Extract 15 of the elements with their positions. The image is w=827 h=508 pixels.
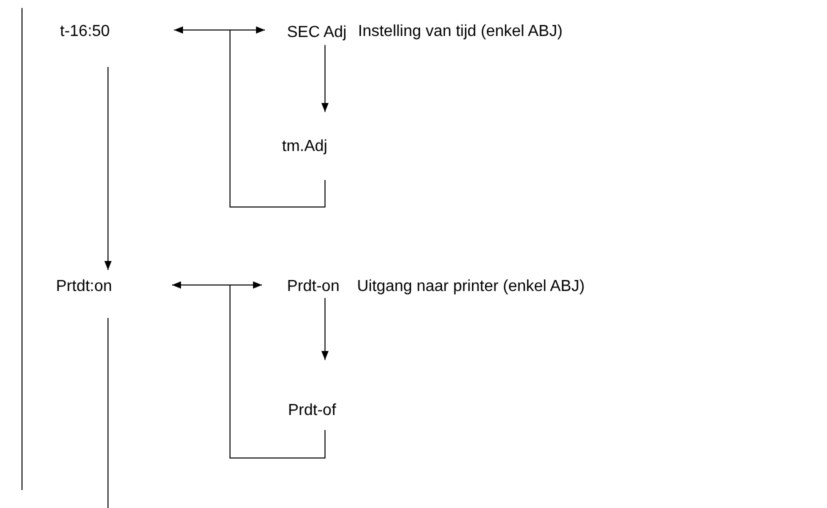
arrow [321, 298, 329, 360]
connector-line [174, 30, 326, 208]
arrow [104, 66, 112, 270]
arrow [172, 281, 262, 289]
node-label: tm.Adj [282, 137, 328, 157]
node-label: Prtdt:on [56, 277, 114, 297]
note-text: Instelling van tijd (enkel ABJ) [358, 22, 563, 42]
note-text: Uitgang naar printer (enkel ABJ) [357, 277, 585, 297]
connector-line [172, 284, 326, 458]
arrow [321, 44, 329, 112]
arrow [174, 26, 266, 34]
node-label: t-16:50 [60, 22, 111, 42]
node-label: Prdt-on [287, 277, 340, 297]
node-label: SEC Adj [287, 23, 348, 43]
node-label: Prdt-of [288, 401, 338, 421]
